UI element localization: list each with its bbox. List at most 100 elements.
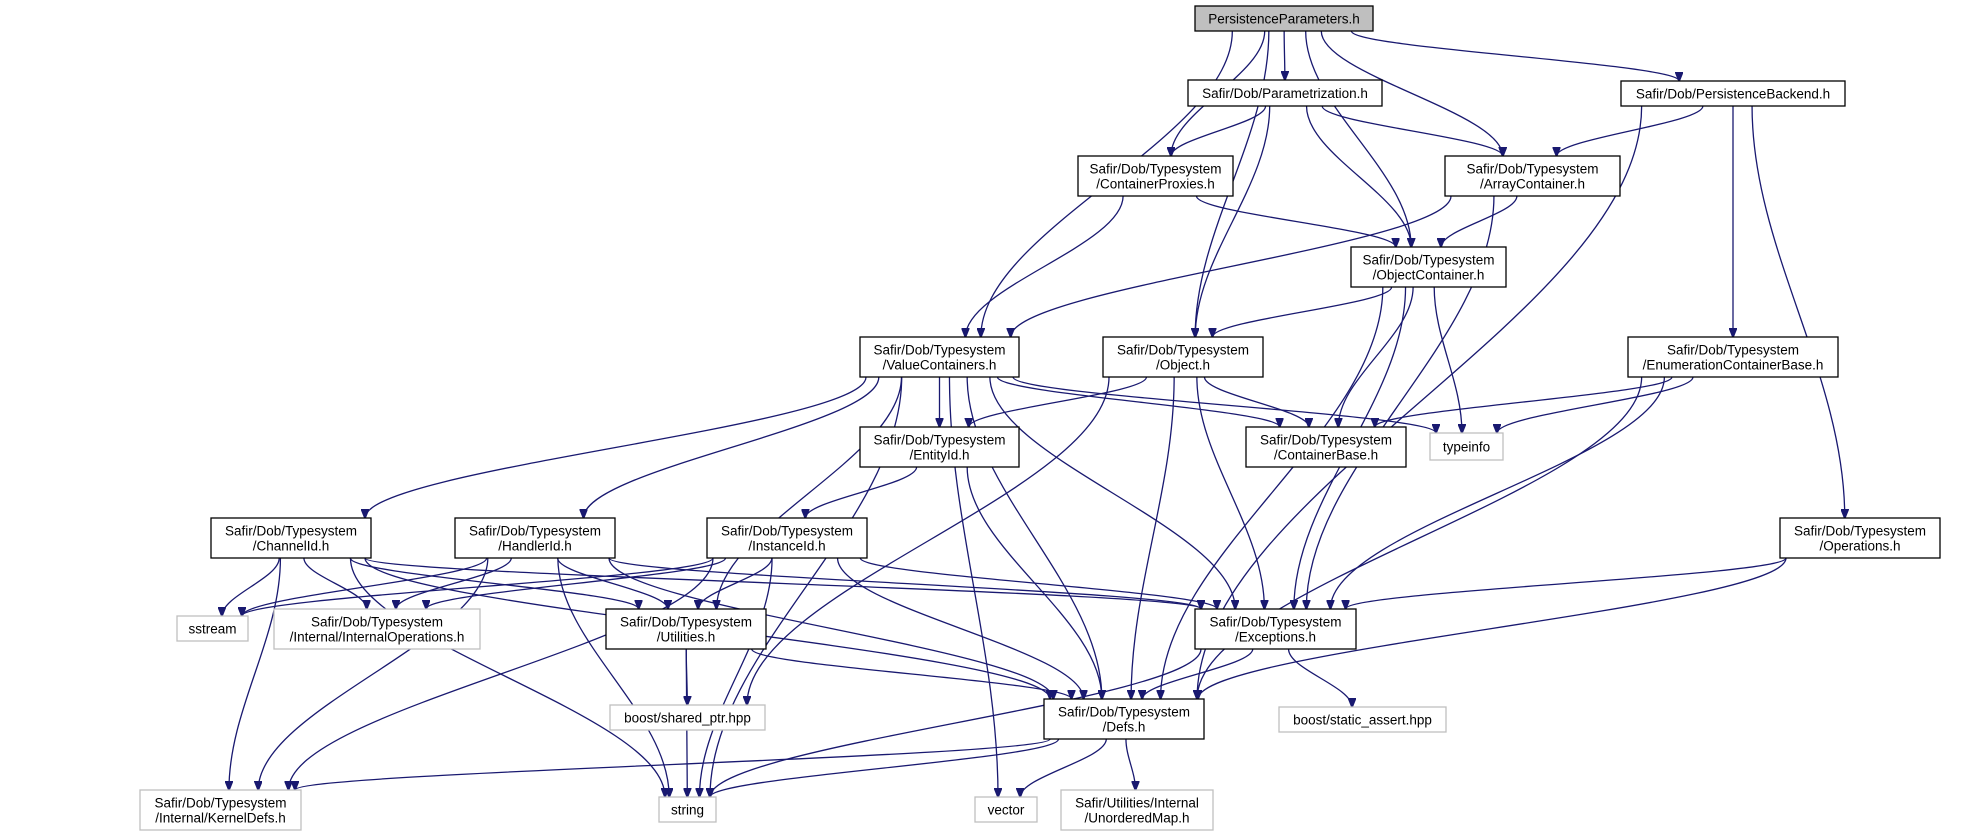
edge-handler-to-exc [608, 557, 1201, 609]
edge-chan-to-string [349, 557, 665, 797]
node-ops[interactable]: Safir/Dob/Typesystem/Operations.h [1779, 517, 1941, 559]
node-util[interactable]: Safir/Dob/Typesystem/Utilities.h [605, 608, 767, 650]
node-label: Safir/Dob/Typesystem [311, 615, 443, 630]
node-box [273, 608, 481, 650]
node-label: Safir/Dob/Typesystem [1117, 343, 1249, 358]
node-box [1350, 246, 1507, 288]
node-umap: Safir/Utilities/Internal/UnorderedMap.h [1060, 789, 1214, 831]
edge-objc-to-cbase [1338, 286, 1414, 427]
edge-handler-to-intops [396, 557, 512, 609]
edge-exc-to-sassert [1287, 648, 1353, 707]
node-box [706, 517, 868, 559]
edge-cprox-to-valc [965, 195, 1124, 337]
node-label: /UnorderedMap.h [1084, 811, 1189, 826]
node-box [1245, 426, 1407, 468]
node-label: boost/static_assert.hpp [1293, 713, 1432, 728]
edge-obj-to-sharedptr [747, 376, 1110, 705]
node-box [1779, 517, 1941, 559]
node-pback[interactable]: Safir/Dob/PersistenceBackend.h [1620, 80, 1846, 107]
edges-layer [222, 30, 1845, 797]
node-label: Safir/Dob/Typesystem [873, 343, 1005, 358]
edge-pp-to-param [1284, 30, 1285, 80]
edge-enumc-to-typeinfo [1497, 376, 1694, 433]
node-label: /Exceptions.h [1235, 630, 1316, 645]
edge-inst-to-exc [859, 557, 1217, 609]
edge-param-to-objc [1305, 105, 1412, 247]
node-box [1429, 432, 1504, 461]
node-kdefs: Safir/Dob/Typesystem/Internal/KernelDefs… [139, 789, 302, 831]
node-label: /Operations.h [1819, 539, 1900, 554]
node-inst[interactable]: Safir/Dob/Typesystem/InstanceId.h [706, 517, 868, 559]
node-label: vector [988, 803, 1025, 818]
node-pp[interactable]: PersistenceParameters.h [1194, 5, 1374, 32]
node-label: Safir/Dob/Typesystem [873, 433, 1005, 448]
edge-valc-to-util [716, 376, 903, 609]
node-box [974, 796, 1038, 823]
edge-obj-to-entity [969, 376, 1148, 427]
node-label: Safir/Dob/Typesystem [1362, 253, 1494, 268]
edge-exc-to-defs [1142, 648, 1254, 699]
node-handler[interactable]: Safir/Dob/Typesystem/HandlerId.h [454, 517, 616, 559]
node-label: boost/shared_ptr.hpp [624, 711, 751, 726]
node-exc[interactable]: Safir/Dob/Typesystem/Exceptions.h [1194, 608, 1357, 650]
edge-objc-to-obj [1212, 286, 1393, 337]
node-entity[interactable]: Safir/Dob/Typesystem/EntityId.h [859, 426, 1020, 468]
node-box [859, 336, 1020, 378]
edge-ops-to-exc [1346, 557, 1787, 609]
edge-inst-to-string [699, 557, 773, 797]
node-cprox[interactable]: Safir/Dob/Typesystem/ContainerProxies.h [1077, 155, 1234, 197]
node-label: Safir/Dob/Typesystem [1089, 162, 1221, 177]
node-box [1060, 789, 1214, 831]
node-label: /ContainerBase.h [1274, 448, 1378, 463]
node-typeinfo: typeinfo [1429, 432, 1504, 461]
edge-defs-to-umap [1125, 738, 1135, 790]
node-label: Safir/Dob/Typesystem [154, 796, 286, 811]
edge-chan-to-exc [364, 557, 1201, 609]
edge-pp-to-objc [1305, 30, 1411, 247]
edge-defs-to-string [710, 738, 1060, 797]
edge-pback-to-arr [1557, 105, 1704, 156]
node-label: Safir/Dob/Typesystem [721, 524, 853, 539]
node-cbase[interactable]: Safir/Dob/Typesystem/ContainerBase.h [1245, 426, 1407, 468]
node-label: Safir/Dob/Typesystem [1794, 524, 1926, 539]
node-objc[interactable]: Safir/Dob/Typesystem/ObjectContainer.h [1350, 246, 1507, 288]
node-label: sstream [188, 622, 236, 637]
node-label: /HandlerId.h [498, 539, 572, 554]
node-box [1620, 80, 1846, 107]
edge-param-to-obj [1195, 105, 1271, 337]
node-label: /Defs.h [1103, 720, 1146, 735]
node-box [1102, 336, 1264, 378]
node-enumc[interactable]: Safir/Dob/Typesystem/EnumerationContaine… [1627, 336, 1839, 378]
node-label: Safir/Dob/Parametrization.h [1202, 86, 1368, 101]
node-label: /Utilities.h [657, 630, 716, 645]
node-box [658, 796, 717, 823]
node-label: typeinfo [1443, 440, 1490, 455]
node-obj[interactable]: Safir/Dob/Typesystem/Object.h [1102, 336, 1264, 378]
node-label: /ObjectContainer.h [1373, 268, 1485, 283]
edge-arr-to-objc [1441, 195, 1518, 247]
node-label: /Object.h [1156, 358, 1210, 373]
edge-arr-to-valc [1011, 195, 1452, 337]
node-valc[interactable]: Safir/Dob/Typesystem/ValueContainers.h [859, 336, 1020, 378]
node-box [1194, 608, 1357, 650]
edge-cprox-to-objc [1195, 195, 1395, 247]
node-label: /ChannelId.h [253, 539, 330, 554]
node-defs[interactable]: Safir/Dob/Typesystem/Defs.h [1043, 698, 1205, 740]
edge-obj-to-defs [1131, 376, 1175, 699]
edge-defs-to-kdefs [295, 738, 1051, 790]
edge-exc-to-string [710, 648, 1202, 797]
edge-enumc-to-exc [1330, 376, 1666, 609]
edge-chan-to-kdefs [229, 557, 282, 790]
node-param[interactable]: Safir/Dob/Parametrization.h [1187, 79, 1383, 107]
node-arr[interactable]: Safir/Dob/Typesystem/ArrayContainer.h [1444, 155, 1621, 197]
edge-chan-to-sstream [222, 557, 280, 616]
node-sharedptr: boost/shared_ptr.hpp [609, 704, 766, 731]
node-label: Safir/Dob/Typesystem [1667, 343, 1799, 358]
node-label: Safir/Utilities/Internal [1075, 796, 1199, 811]
edge-entity-to-inst [805, 466, 918, 518]
node-chan[interactable]: Safir/Dob/Typesystem/ChannelId.h [210, 517, 372, 559]
node-label: Safir/Dob/Typesystem [1058, 705, 1190, 720]
node-label: Safir/Dob/Typesystem [1260, 433, 1392, 448]
edge-valc-to-chan [365, 376, 867, 518]
edge-handler-to-sstream [242, 557, 488, 616]
